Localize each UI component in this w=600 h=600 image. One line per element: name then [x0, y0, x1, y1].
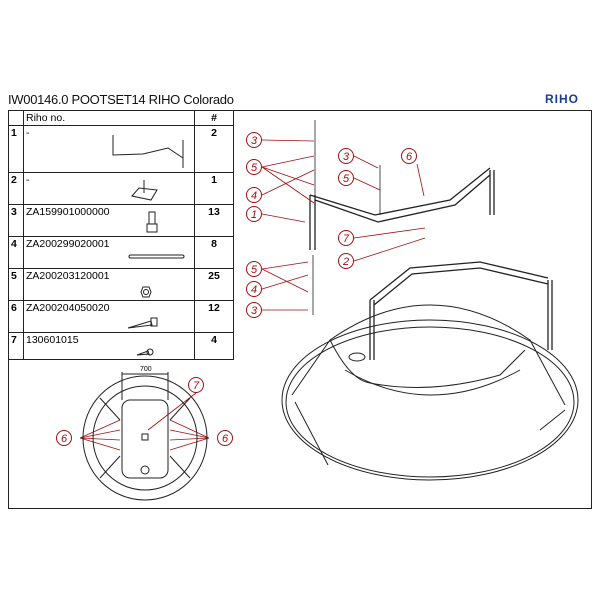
row-qty: 13 — [194, 204, 234, 237]
callout-2: 2 — [338, 253, 354, 269]
frame-bracket-icon — [112, 135, 184, 168]
part-number: - — [26, 127, 30, 139]
row-qty: 12 — [194, 300, 234, 333]
table-row: 1 - 2 — [8, 125, 234, 173]
callout-4: 4 — [246, 187, 262, 203]
row-index: 1 — [8, 125, 24, 173]
callout-7: 7 — [188, 377, 204, 393]
row-qty: 2 — [194, 125, 234, 173]
leader-lines — [79, 139, 426, 451]
row-qty: 1 — [194, 172, 234, 205]
row-index: 6 — [8, 300, 24, 333]
column-header-qty: # — [194, 110, 234, 126]
callout-6: 6 — [217, 430, 233, 446]
part-number: ZA200204050020 — [26, 302, 110, 314]
screw-icon — [127, 317, 158, 329]
part-number: ZA159901000000 — [26, 206, 110, 218]
callout-1: 1 — [246, 206, 262, 222]
adjustable-foot-icon — [146, 211, 158, 233]
callout-5: 5 — [338, 170, 354, 186]
column-header-index — [8, 110, 24, 126]
row-index: 2 — [8, 172, 24, 205]
part-number: ZA200299020001 — [26, 238, 110, 250]
row-index: 5 — [8, 268, 24, 301]
row-qty: 4 — [194, 332, 234, 360]
dimension-label: 700 — [140, 366, 152, 373]
callout-6: 6 — [401, 148, 417, 164]
table-row: 5 ZA200203120001 25 — [8, 268, 234, 301]
row-qty: 25 — [194, 268, 234, 301]
callout-5: 5 — [246, 261, 262, 277]
column-header-riho-no: Riho no. — [23, 110, 195, 126]
part-number: ZA200203120001 — [26, 270, 110, 282]
table-row: 2 - 1 — [8, 172, 234, 205]
part-number: 130601015 — [26, 334, 79, 346]
top-view-drawing — [82, 372, 208, 501]
callout-4: 4 — [246, 281, 262, 297]
sheet-title: IW00146.0 POOTSET14 RIHO Colorado — [8, 92, 234, 107]
part-number: - — [26, 174, 30, 186]
small-screw-icon — [136, 348, 154, 356]
table-row: 4 ZA200299020001 8 — [8, 236, 234, 269]
row-index: 4 — [8, 236, 24, 269]
threaded-rod-icon — [128, 254, 185, 259]
riho-logo: RIHO — [545, 92, 579, 106]
callout-3: 3 — [338, 148, 354, 164]
row-qty: 8 — [194, 236, 234, 269]
callout-3: 3 — [246, 302, 262, 318]
table-row: 3 ZA159901000000 13 — [8, 204, 234, 237]
table-row: 6 ZA200204050020 12 — [8, 300, 234, 333]
table-row: 7 130601015 4 — [8, 332, 234, 360]
callout-5: 5 — [246, 159, 262, 175]
frame-bracket-lower — [369, 261, 553, 360]
row-index: 3 — [8, 204, 24, 237]
bathtub-drawing — [281, 304, 579, 481]
parts-table: Riho no. # 1 - 2 2 - 1 3 ZA159901000000 … — [8, 110, 234, 360]
callout-6: 6 — [56, 430, 72, 446]
callout-3: 3 — [246, 132, 262, 148]
callout-7: 7 — [338, 230, 354, 246]
row-index: 7 — [8, 332, 24, 360]
nut-icon — [140, 286, 152, 298]
foot-plate-icon — [131, 180, 158, 201]
